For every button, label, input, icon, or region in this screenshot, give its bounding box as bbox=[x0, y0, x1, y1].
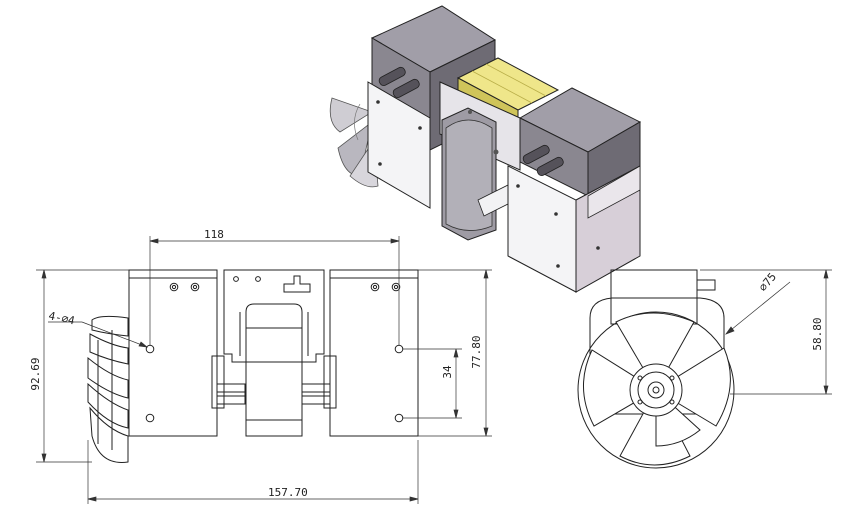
front-fan bbox=[87, 315, 129, 463]
dim-58-80: 58.80 bbox=[811, 317, 824, 350]
dim-34: 34 bbox=[441, 365, 454, 379]
hole-br bbox=[394, 413, 404, 423]
dimension-lines bbox=[36, 236, 832, 504]
dim-diameter-75: ⌀75 bbox=[756, 270, 779, 294]
iso-right-bracket bbox=[507, 165, 641, 293]
front-center-housing bbox=[245, 303, 303, 437]
dim-157-70: 157.70 bbox=[268, 486, 308, 499]
iso-studs-right bbox=[522, 144, 564, 176]
dim-118: 118 bbox=[204, 228, 224, 241]
side-view bbox=[577, 269, 735, 469]
side-fan-outer bbox=[577, 311, 735, 469]
front-right-motor bbox=[329, 269, 419, 437]
iso-center-frame bbox=[439, 81, 521, 241]
hole-tr bbox=[394, 344, 404, 354]
dim-hole-callout: 4-⌀4 bbox=[47, 309, 76, 327]
hole-bl bbox=[145, 413, 155, 423]
front-center-frame bbox=[223, 269, 325, 363]
front-left-motor bbox=[128, 269, 218, 437]
isometric-view bbox=[329, 5, 642, 293]
iso-left-bracket bbox=[367, 81, 431, 209]
dim-77-80: 77.80 bbox=[470, 335, 483, 368]
dim-92-69: 92.69 bbox=[29, 357, 42, 390]
front-view bbox=[87, 269, 419, 463]
hole-tl bbox=[145, 344, 155, 354]
iso-studs-left bbox=[378, 66, 420, 98]
